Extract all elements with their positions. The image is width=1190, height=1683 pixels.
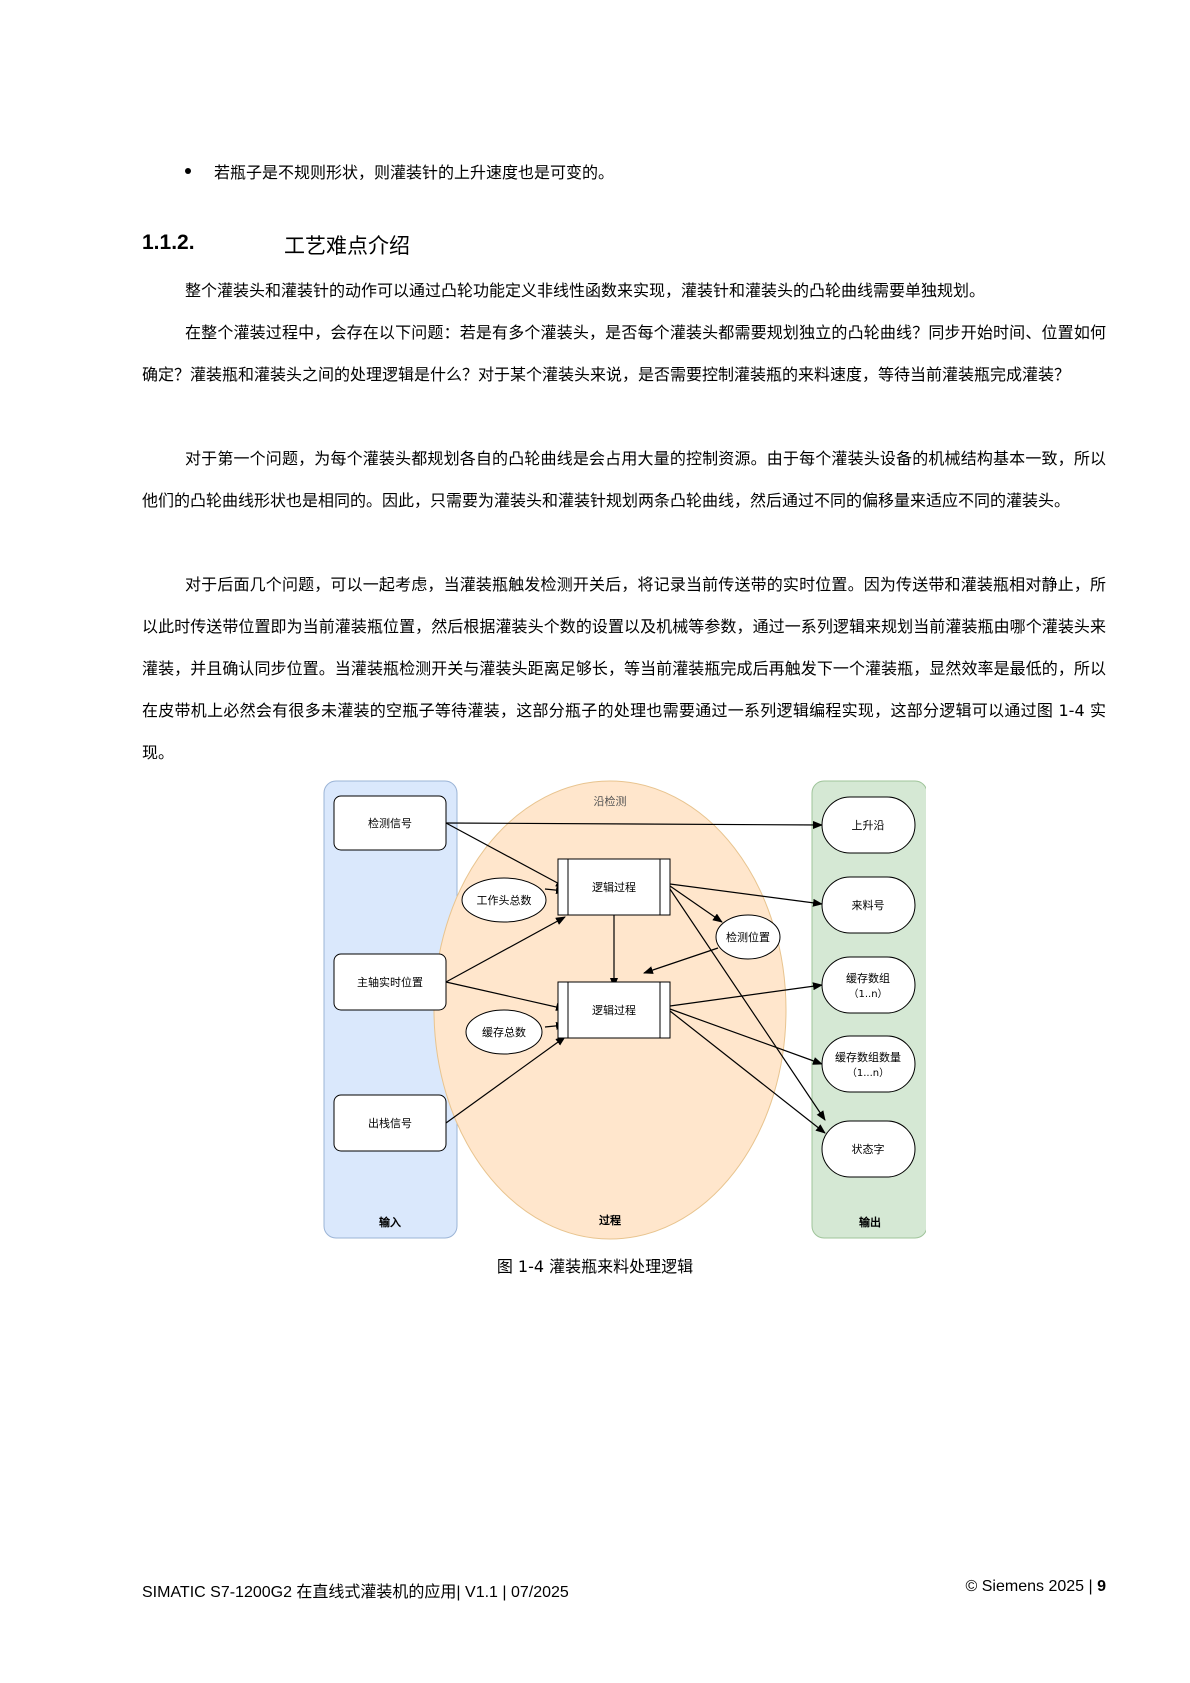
- input-spindle-position: 主轴实时位置: [333, 953, 447, 1011]
- arrow-detect-to-logic1: [445, 822, 566, 888]
- section-number: 1.1.2.: [142, 231, 195, 254]
- input-group-label: 输入: [379, 1215, 401, 1229]
- param-head-count-label: 工作头总数: [477, 893, 532, 907]
- output-status-word: 状态字: [821, 1120, 916, 1178]
- paragraph-2: 在整个灌装过程中，会存在以下问题：若是有多个灌装头，是否每个灌装头都需要规划独立…: [142, 323, 1106, 384]
- logic-diagram: 沿检测 输入 过程 输出 检测信号 主轴: [320, 777, 928, 1242]
- input-detect-signal-label: 检测信号: [368, 816, 412, 830]
- param-cache-total-label: 缓存总数: [482, 1025, 526, 1039]
- logic-process-1: 逻辑过程: [557, 858, 671, 916]
- input-detect-signal: 检测信号: [333, 795, 447, 851]
- output-buffer-count-range: （1...n）: [847, 1067, 889, 1079]
- param-detect-position: 检测位置: [715, 914, 781, 960]
- arrow-logic2-to-buffercount: [669, 1008, 823, 1065]
- bullet-dot: [185, 168, 191, 174]
- output-group-label: 输出: [859, 1215, 881, 1229]
- output-buffer-count: 缓存数组数量 （1...n）: [821, 1035, 916, 1093]
- input-pop-signal: 出栈信号: [333, 1094, 447, 1152]
- paragraph-1: 整个灌装头和灌装针的动作可以通过凸轮功能定义非线性函数来实现，灌装针和灌装头的凸…: [185, 281, 986, 300]
- arrow-logic2-to-buffer: [669, 982, 823, 1007]
- output-feed-number-label: 来料号: [852, 898, 885, 912]
- arrow-pop-to-logic2: [445, 1036, 566, 1124]
- bullet-text: 若瓶子是不规则形状，则灌装针的上升速度也是可变的。: [214, 163, 615, 182]
- arrow-logic2-to-status2: [669, 1010, 826, 1134]
- paragraph-4: 对于后面几个问题，可以一起考虑，当灌装瓶触发检测开关后，将记录当前传送带的实时位…: [142, 575, 1106, 762]
- output-status-word-label: 状态字: [852, 1142, 885, 1156]
- arrow-pos-to-logic2: [445, 981, 566, 1011]
- output-feed-number: 来料号: [821, 876, 916, 934]
- paragraph-3: 对于第一个问题，为每个灌装头都规划各自的凸轮曲线是会占用大量的控制资源。由于每个…: [142, 449, 1106, 510]
- param-cache-total: 缓存总数: [465, 1009, 543, 1055]
- output-buffer-array-label: 缓存数组: [846, 971, 890, 985]
- page-number: 9: [1097, 1578, 1106, 1595]
- output-buffer-array: 缓存数组 （1..n）: [821, 956, 916, 1014]
- figure-caption: 图 1-4 灌装瓶来料处理逻辑: [496, 1257, 694, 1276]
- footer-copyright-text: © Siemens 2025 |: [965, 1578, 1098, 1595]
- edge-detect-label: 沿检测: [594, 794, 627, 808]
- section-title: 工艺难点介绍: [284, 234, 410, 258]
- logic-process-2-label: 逻辑过程: [592, 1003, 636, 1017]
- arrow-detect-to-rising: [445, 820, 823, 829]
- output-buffer-array-range: （1..n）: [848, 988, 887, 1000]
- output-rising-edge: 上升沿: [821, 796, 916, 854]
- footer-copyright: © Siemens 2025 | 9: [966, 1578, 1106, 1596]
- arrow-detectpos-to-logic2: [643, 947, 719, 974]
- process-group-label: 过程: [599, 1213, 621, 1227]
- logic-diagram-svg: 沿检测 输入 过程 输出 检测信号 主轴: [323, 780, 928, 1240]
- section-heading: 1.1.2. 工艺难点介绍: [142, 230, 410, 258]
- logic-process-2: 逻辑过程: [557, 981, 671, 1039]
- arrow-pos-to-logic1: [445, 916, 566, 983]
- arrow-logic1-to-status: [669, 888, 826, 1121]
- output-buffer-count-label: 缓存数组数量: [835, 1050, 901, 1064]
- arrow-logic1-to-feed: [669, 883, 823, 907]
- logic-process-1-label: 逻辑过程: [592, 880, 636, 894]
- footer-document-title: SIMATIC S7-1200G2 在直线式灌装机的应用| V1.1 | 07/…: [142, 1584, 569, 1601]
- param-head-count: 工作头总数: [461, 877, 547, 923]
- output-rising-edge-label: 上升沿: [852, 819, 885, 832]
- input-pop-signal-label: 出栈信号: [368, 1116, 412, 1130]
- param-detect-position-label: 检测位置: [726, 930, 770, 944]
- arrow-logic1-to-detectpos: [669, 885, 723, 923]
- input-spindle-position-label: 主轴实时位置: [357, 975, 423, 989]
